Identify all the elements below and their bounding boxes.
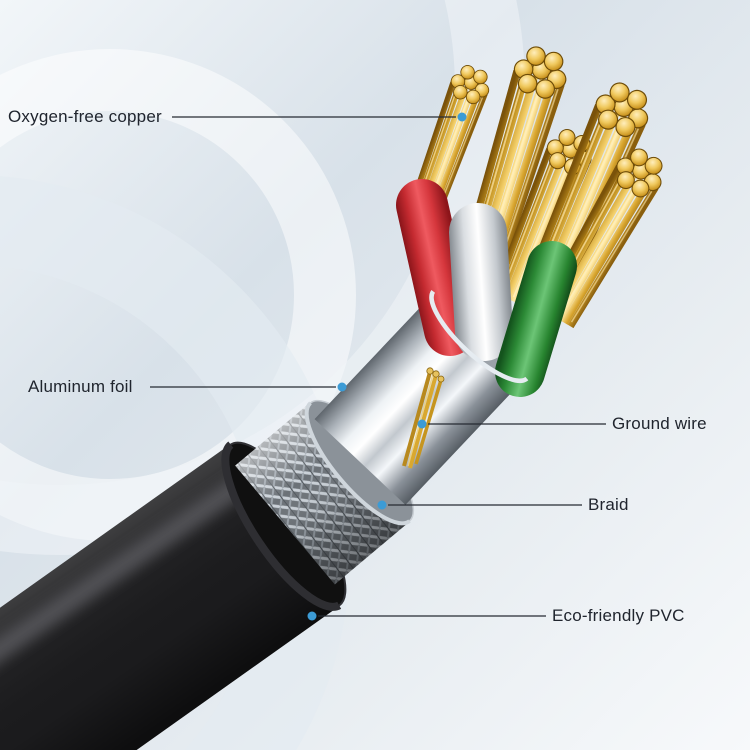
braid-front-rim <box>304 401 411 526</box>
foil-front-rim <box>429 290 529 383</box>
red-wire <box>396 179 476 356</box>
leader-dot <box>377 500 387 510</box>
leader-dot <box>457 112 467 122</box>
label-aluminum-foil: Aluminum foil <box>28 377 133 396</box>
leader-dot <box>307 611 317 621</box>
label-eco-friendly-pvc: Eco-friendly PVC <box>552 606 685 625</box>
leader-dots <box>307 112 467 621</box>
label-oxygen-free-copper: Oxygen-free copper <box>8 107 162 126</box>
leader-dot <box>417 419 427 429</box>
label-braid: Braid <box>588 495 629 514</box>
jacket-front-rim <box>221 441 342 611</box>
green-wire <box>495 241 577 397</box>
label-ground-wire: Ground wire <box>612 414 707 433</box>
leader-dot <box>337 382 347 392</box>
white-wire <box>449 203 513 361</box>
leader-lines <box>150 116 606 617</box>
inner-wires <box>396 179 577 397</box>
